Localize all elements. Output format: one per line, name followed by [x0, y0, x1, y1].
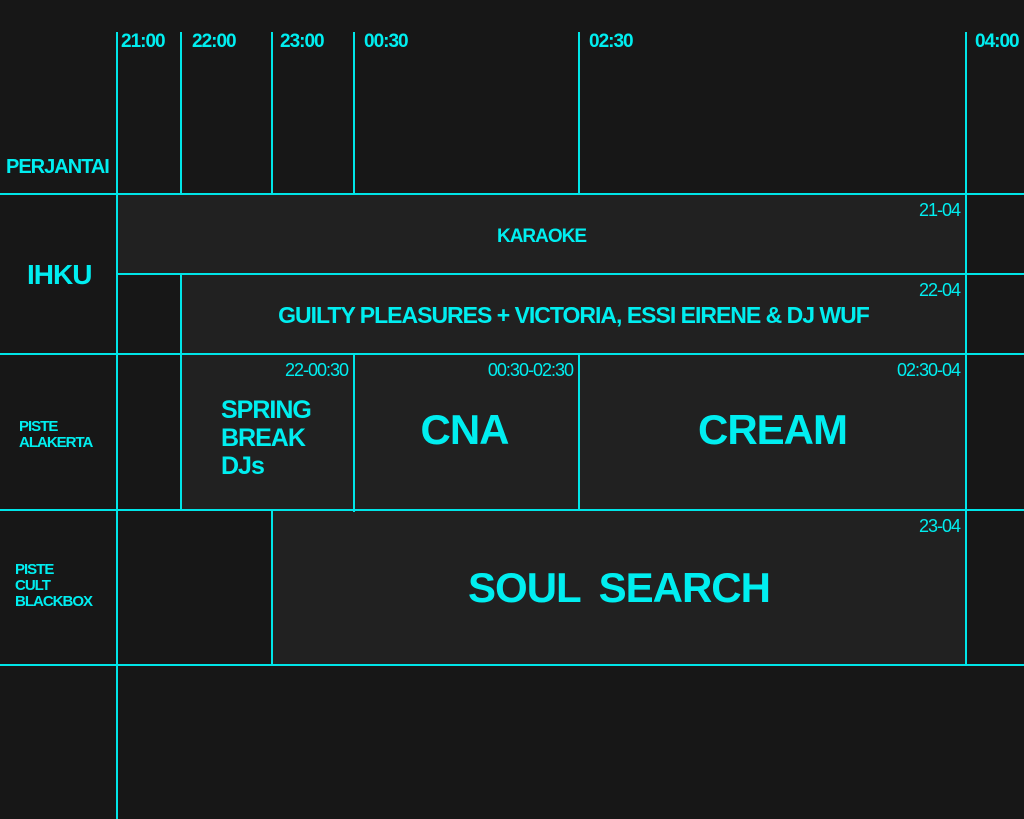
event-title: KARAOKE	[496, 226, 587, 247]
grid-line	[578, 32, 580, 194]
grid-line	[180, 32, 182, 194]
event-time-range: 21-04	[918, 200, 961, 220]
event-title-line: DJs	[221, 452, 265, 480]
grid-line	[0, 509, 1024, 511]
grid-line	[965, 32, 967, 666]
venue-piste-alakerta: PISTE ALAKERTA	[19, 418, 93, 451]
venue-line: BLACKBOX	[15, 592, 93, 610]
event-title: GUILTY PLEASURES + VICTORIA, ESSI EIRENE…	[278, 302, 870, 328]
venue-line: CULT	[15, 576, 51, 594]
event-time-range: 00:30-02:30	[487, 360, 574, 380]
event-time-range: 02:30-04	[896, 360, 961, 380]
grid-line	[0, 353, 1024, 355]
venue-ihku: IHKU	[27, 259, 92, 290]
venue-piste-cult-blackbox: PISTE CULT BLACKBOX	[15, 561, 93, 610]
grid-line	[271, 32, 273, 194]
venue-line: PISTE	[15, 561, 54, 578]
event-time-range: 22-04	[918, 280, 961, 300]
time-label: 04:00	[975, 31, 1020, 52]
event-title-line: SPRING	[221, 396, 312, 424]
time-label: 23:00	[280, 31, 325, 52]
grid-line	[578, 354, 580, 510]
event-time-range: 23-04	[918, 516, 961, 536]
event-guilty-pleasures[interactable]: 22-04 GUILTY PLEASURES + VICTORIA, ESSI …	[181, 274, 966, 354]
event-title: CNA	[420, 406, 510, 453]
grid-line	[353, 354, 355, 512]
event-title: SOUL SEARCH	[468, 564, 771, 611]
grid-line	[116, 32, 118, 819]
grid-line	[180, 274, 182, 510]
grid-line	[117, 273, 1024, 275]
time-label: 02:30	[589, 31, 634, 52]
grid-line	[353, 32, 355, 194]
time-label: 00:30	[364, 31, 409, 52]
event-time-range: 22-00:30	[284, 360, 349, 380]
event-karaoke[interactable]: 21-04 KARAOKE	[117, 194, 966, 274]
grid-line	[0, 664, 1024, 666]
event-title: CREAM	[698, 406, 848, 453]
event-cna[interactable]: 00:30-02:30 CNA	[354, 354, 579, 510]
time-label: 21:00	[121, 31, 166, 52]
event-cream[interactable]: 02:30-04 CREAM	[579, 354, 966, 510]
event-title-line: BREAK	[221, 424, 306, 452]
event-soul-search[interactable]: 23-04 SOUL SEARCH	[272, 510, 966, 665]
venue-line: ALAKERTA	[19, 433, 93, 451]
grid-line	[0, 193, 1024, 195]
event-spring-break[interactable]: 22-00:30 SPRING BREAK DJs	[181, 354, 354, 510]
grid-line	[271, 510, 273, 666]
time-label: 22:00	[192, 31, 237, 52]
day-label: PERJANTAI	[6, 156, 110, 178]
venue-line: PISTE	[19, 418, 58, 435]
